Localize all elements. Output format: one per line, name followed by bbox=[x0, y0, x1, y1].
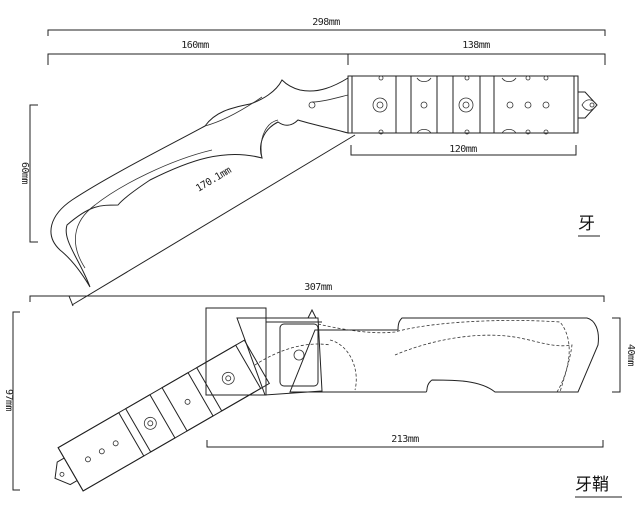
blade-hole bbox=[308, 101, 316, 109]
dim-blade-length: 160mm bbox=[47, 40, 349, 65]
dim-sheath-height: 97mm bbox=[3, 311, 20, 491]
sheath-latch bbox=[266, 308, 322, 323]
dim-label-grip: 120mm bbox=[449, 144, 477, 155]
dim-label-body-height: 40mm bbox=[625, 344, 636, 367]
dim-label-edge: 170.1mm bbox=[194, 165, 233, 195]
knife-handle bbox=[347, 75, 598, 135]
sheath-body bbox=[289, 317, 599, 393]
knife-title: 牙 bbox=[578, 214, 595, 234]
dim-handle-length: 138mm bbox=[347, 40, 606, 65]
sheath-throat-box bbox=[205, 307, 267, 396]
hidden-blade-outline bbox=[254, 320, 573, 393]
dim-grip-length: 120mm bbox=[350, 144, 577, 156]
dim-edge-length: 170.1mm bbox=[68, 134, 356, 307]
sheath-throat bbox=[236, 317, 323, 396]
dim-label-body-length: 213mm bbox=[391, 434, 419, 445]
sheath-handle bbox=[54, 339, 271, 492]
sheath-drawing: 307mm 97mm 40mm 213mm bbox=[3, 282, 636, 498]
dim-height: 60mm bbox=[19, 104, 38, 243]
dim-label-blade: 160mm bbox=[181, 40, 209, 51]
blade-fuller bbox=[75, 96, 263, 269]
dim-sheath-overall: 307mm bbox=[29, 282, 605, 302]
dim-label-overall: 298mm bbox=[312, 17, 340, 28]
blade-guard-curve bbox=[260, 94, 349, 159]
sheath-clip-hole bbox=[293, 349, 305, 361]
dim-label-sheath-height: 97mm bbox=[3, 389, 14, 412]
knife-drawing: 298mm 160mm 138mm 120mm 60mm 170.1mm bbox=[19, 17, 606, 307]
dim-label-height: 60mm bbox=[19, 162, 30, 185]
blade-outline bbox=[50, 77, 349, 288]
sheath-title: 牙鞘 bbox=[575, 475, 609, 495]
sheath-clip bbox=[279, 323, 319, 387]
dim-body-length: 213mm bbox=[206, 434, 604, 448]
dim-label-handle: 138mm bbox=[462, 40, 490, 51]
dim-body-height: 40mm bbox=[612, 317, 636, 393]
dim-overall-length: 298mm bbox=[47, 17, 606, 36]
dim-label-sheath-overall: 307mm bbox=[304, 282, 332, 293]
